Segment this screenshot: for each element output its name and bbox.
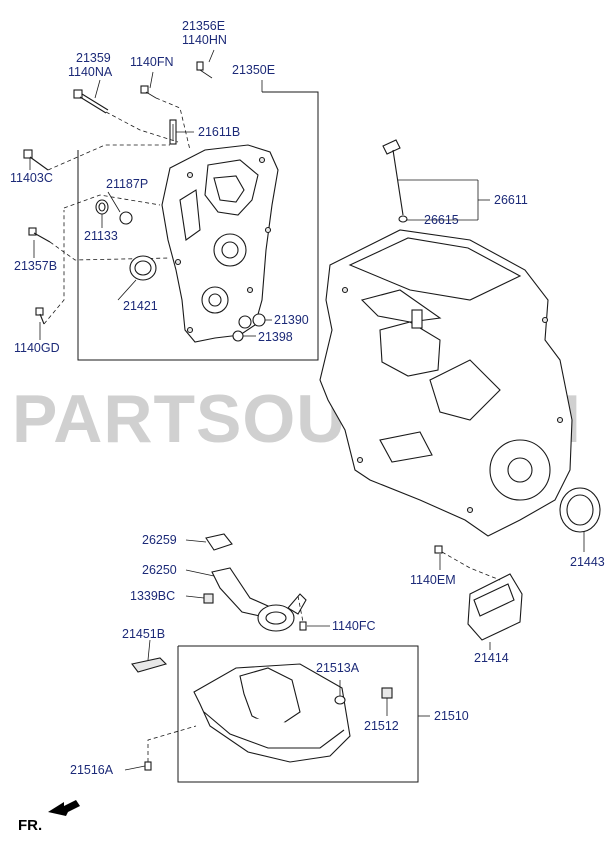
engine-block[interactable] [319, 229, 573, 537]
callout-21516A[interactable]: 21516A [70, 763, 114, 777]
bolt-1140FC[interactable] [299, 621, 307, 631]
callout-26615[interactable]: 26615 [424, 213, 459, 227]
callout-21390[interactable]: 21390 [274, 313, 309, 327]
callout-1140EM[interactable]: 1140EM [410, 573, 456, 587]
oil-screen-26250[interactable] [211, 567, 307, 632]
callout-21359[interactable]: 21359 [76, 51, 111, 65]
callout-26611[interactable]: 26611 [494, 193, 528, 207]
callout-21510[interactable]: 21510 [434, 709, 469, 723]
callout-21357B[interactable]: 21357B [14, 259, 57, 273]
callout-21443[interactable]: 21443 [570, 555, 605, 569]
bolt-1140GD[interactable] [35, 307, 45, 325]
drain-plug-21512[interactable] [381, 687, 393, 699]
callout-21414[interactable]: 21414 [474, 651, 509, 665]
callout-1339BC[interactable]: 1339BC [130, 589, 175, 603]
front-direction-arrow: FR. [18, 800, 80, 834]
bolt-1140FN[interactable] [140, 85, 157, 99]
timing-chain-cover[interactable] [161, 144, 279, 343]
callout-11403C[interactable]: 11403C [10, 171, 53, 185]
callout-21187P[interactable]: 21187P [106, 177, 148, 191]
callout-21350E[interactable]: 21350E [232, 63, 275, 77]
callout-21611B[interactable]: 21611B [198, 125, 240, 139]
oil-pan-21510[interactable] [193, 663, 351, 763]
o-ring-21187P[interactable] [119, 211, 133, 225]
bolt-1140EM[interactable] [434, 545, 443, 554]
callout-1140HN[interactable]: 1140HN [182, 33, 227, 47]
oil-pan-group-box [177, 645, 419, 783]
callout-1140FC[interactable]: 1140FC [332, 619, 376, 633]
bolt-21357B[interactable] [28, 227, 51, 243]
oil-level-gauge-26611[interactable] [382, 139, 408, 223]
bolt-1339BC[interactable] [203, 593, 214, 604]
callout-1140NA[interactable]: 1140NA [68, 65, 113, 79]
callout-26250[interactable]: 26250 [142, 563, 177, 577]
callout-21356E[interactable]: 21356E [182, 19, 225, 33]
o-ring-21398[interactable] [232, 330, 244, 342]
callout-21398[interactable]: 21398 [258, 330, 293, 344]
oil-seal-21421[interactable] [129, 255, 157, 281]
bolt-11403C[interactable] [23, 149, 49, 171]
callout-1140GD[interactable]: 1140GD [14, 341, 60, 355]
callout-21421[interactable]: 21421 [123, 299, 158, 313]
bolt-1140HN[interactable] [196, 61, 213, 79]
rear-oil-seal-21443[interactable] [559, 487, 601, 533]
callout-26259[interactable]: 26259 [142, 533, 177, 547]
plug-21133[interactable] [95, 199, 109, 215]
baffle-plate-21451B[interactable] [131, 657, 168, 673]
o-ring-21390[interactable] [252, 313, 266, 327]
callout-21513A[interactable]: 21513A [316, 661, 360, 675]
callout-21451B[interactable]: 21451B [122, 627, 165, 641]
gasket-26259[interactable] [205, 533, 233, 551]
callout-21512[interactable]: 21512 [364, 719, 399, 733]
front-direction-label: FR. [18, 817, 42, 834]
washer-21513A[interactable] [334, 695, 346, 705]
bolt-1140NA[interactable] [73, 89, 109, 114]
timing-cover-group-box [77, 91, 319, 361]
bolt-21516A[interactable] [144, 761, 152, 771]
stiffener-21414[interactable] [467, 573, 523, 641]
callout-21133[interactable]: 21133 [84, 229, 118, 243]
callout-1140FN[interactable]: 1140FN [130, 55, 174, 69]
